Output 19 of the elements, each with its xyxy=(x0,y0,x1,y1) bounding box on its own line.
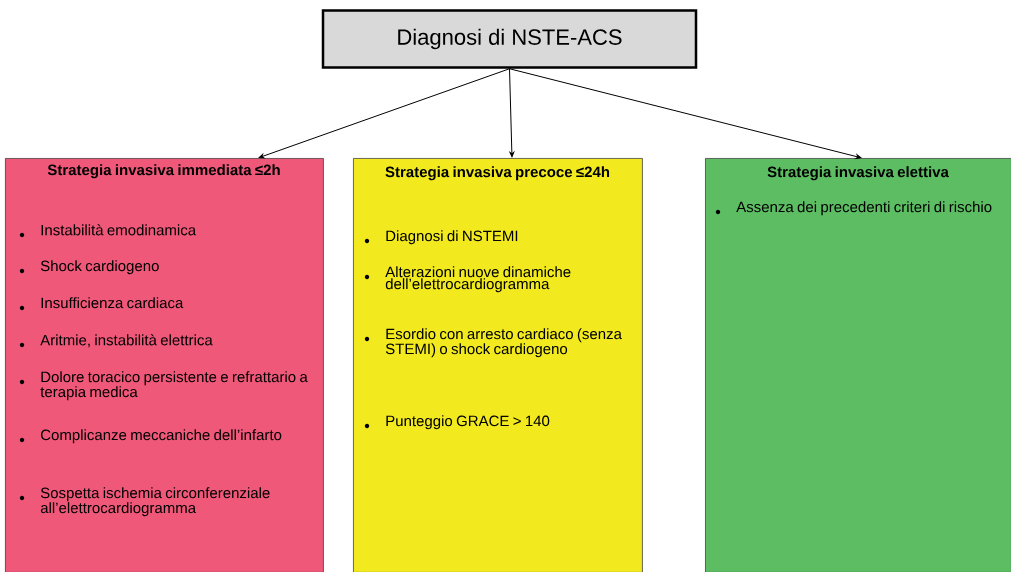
bullet-text: Sospetta ischemia circonferenziale all’elettrocardiogramma xyxy=(40,487,270,517)
bullet-text: Aritmie, instabilità elettrica xyxy=(40,334,213,348)
arrow xyxy=(258,68,510,159)
bullet-text: Esordio con arresto cardiaco (senza STEMI) o shock cardiogeno xyxy=(385,328,622,358)
bullet-text: Diagnosi di NSTEMI xyxy=(386,230,518,245)
bullet-text: Complicanze meccaniche dell’infarto xyxy=(41,429,282,444)
arrow xyxy=(509,68,515,158)
bullet-text: Insufficienza cardiaca xyxy=(41,297,184,309)
box-heading: Strategia invasiva immediata ≤2h xyxy=(47,164,280,179)
bullet-text: Assenza dei precedenti criteri di rischio xyxy=(736,201,992,216)
bullet-text: Instabilità emodinamica xyxy=(41,224,197,236)
box-heading: Strategia invasiva precoce ≤24h xyxy=(385,166,610,181)
bullet-text: Dolore toracico persistente e refrattario a terapia medica xyxy=(40,371,308,401)
bullet-text: Shock cardiogeno xyxy=(40,260,159,275)
title-box: Diagnosi di NSTE-ACS xyxy=(321,9,698,69)
box-heading: Strategia invasiva elettiva xyxy=(767,166,949,181)
arrow xyxy=(509,68,862,159)
bullet-text: Punteggio GRACE > 140 xyxy=(386,415,550,430)
bullet-text: Alterazioni nuove dinamiche dell’elettrocardiogramma xyxy=(385,266,571,293)
